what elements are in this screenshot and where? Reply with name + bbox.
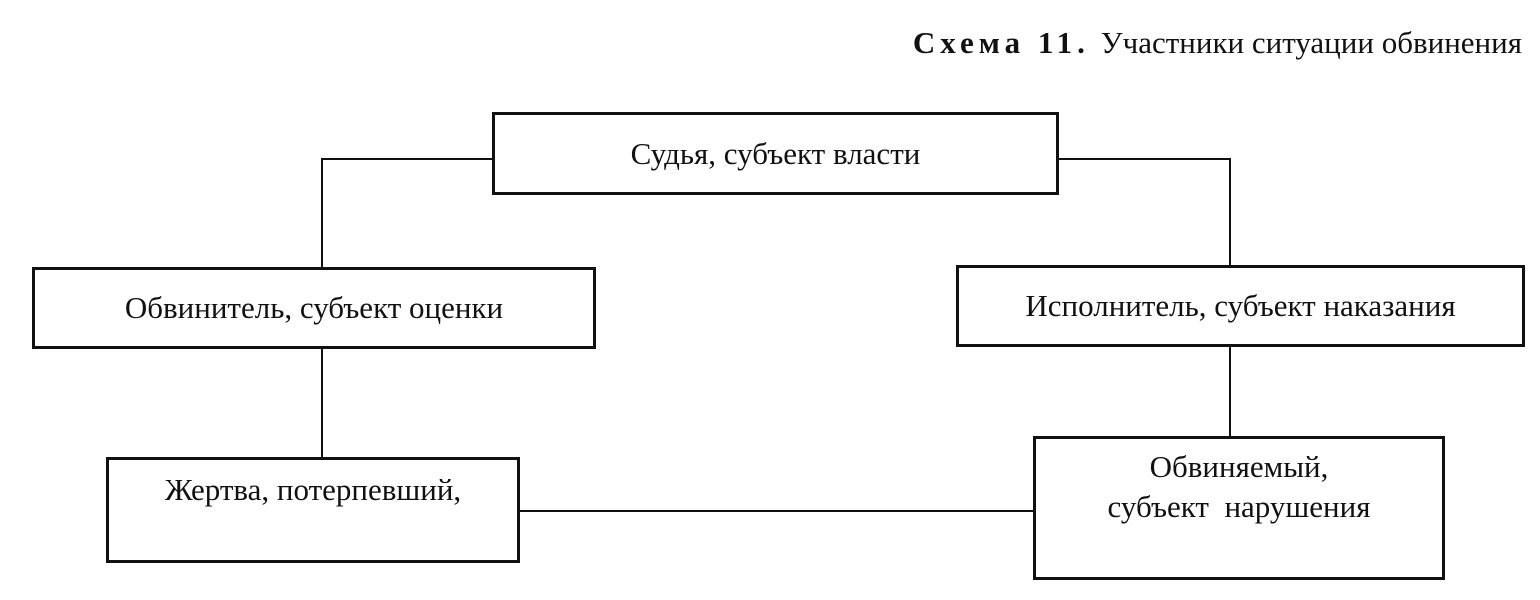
diagram-number-label: Схема 11: [912, 25, 1078, 60]
diagram-title: Схема 11. Участники ситуации обвинения: [913, 24, 1522, 62]
diagram-title-text: Участники ситуации обвинения: [1100, 25, 1522, 60]
link-judge-accuser: [321, 158, 492, 267]
node-judge-label: Судья, субъект власти: [630, 135, 921, 171]
node-accuser: Обвинитель, субъект оценки: [32, 267, 596, 349]
link-judge-executor: [1059, 158, 1231, 265]
node-accused: Обвиняемый, субъект нарушения: [1033, 436, 1445, 580]
node-victim: Жертва, потерпевший,: [106, 457, 520, 563]
node-executor-label: Исполнитель, субъект наказания: [1025, 288, 1456, 323]
node-accused-label-line1: Обвиняемый,: [1149, 449, 1329, 484]
title-separator: .: [1077, 25, 1085, 60]
node-accuser-label: Обвинитель, субъект оценки: [124, 290, 504, 325]
node-accused-label-line2: субъект нарушения: [1107, 489, 1371, 524]
node-executor: Исполнитель, субъект наказания: [956, 265, 1525, 347]
node-judge: Судья, субъект власти: [492, 112, 1059, 195]
node-victim-label: Жертва, потерпевший,: [164, 472, 462, 507]
